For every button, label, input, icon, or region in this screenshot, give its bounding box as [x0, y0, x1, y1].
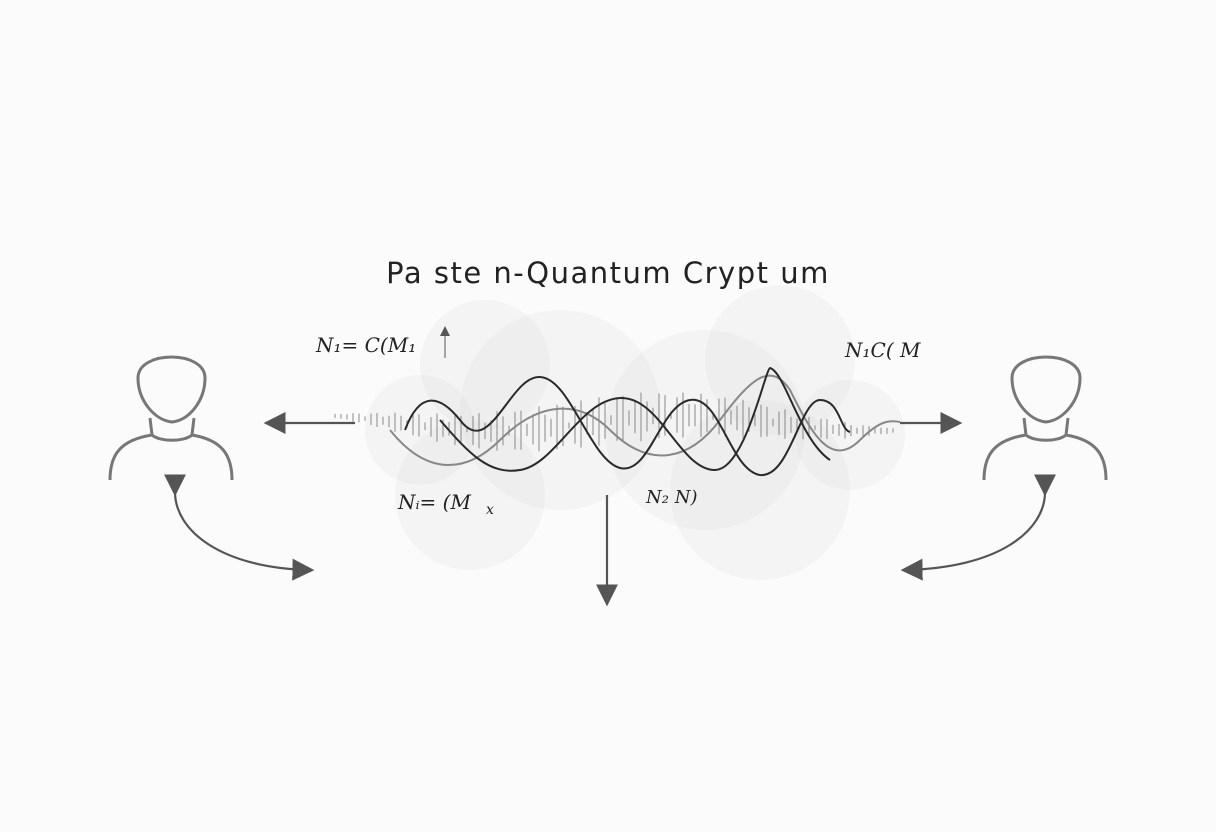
person-left [108, 355, 234, 481]
curved-arrow-right [900, 474, 1057, 581]
grey-wave [389, 374, 901, 466]
arrows [163, 326, 1057, 607]
label-top-left: N₁= C(M₁ [316, 333, 417, 357]
label-bottom-right: N₂ N) [646, 487, 698, 508]
noise-hatching [334, 392, 894, 452]
label-bottom-left: Nᵢ= (M [398, 490, 471, 514]
diagram-title: Pa ste n-Quantum Crypt um [386, 256, 830, 290]
wave-b [439, 366, 831, 472]
background-bubbles [365, 285, 905, 580]
label-bottom-left-sub: x [486, 502, 494, 518]
person-right [982, 355, 1108, 481]
label-top-right: N₁C( M [845, 338, 921, 362]
wave-a [404, 375, 851, 477]
curved-arrow-left [163, 474, 315, 581]
